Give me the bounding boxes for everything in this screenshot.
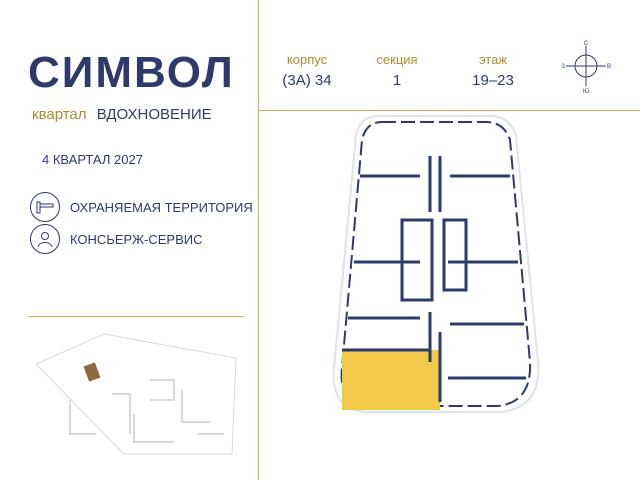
compass-w: З <box>561 64 565 70</box>
header-divider <box>258 110 640 111</box>
divider <box>28 316 244 317</box>
site-buildings <box>69 379 224 443</box>
concierge-icon <box>30 224 60 254</box>
building-outline <box>340 121 532 407</box>
vertical-divider <box>258 0 259 480</box>
floor-value: 19–23 <box>472 72 514 89</box>
section-value: 1 <box>392 72 402 89</box>
floor-label: этаж <box>478 52 508 67</box>
logo: СИМВОЛ <box>28 48 235 97</box>
compass-icon: С Ю З В <box>561 41 611 94</box>
barrier-icon <box>30 192 60 222</box>
section-label: секция <box>376 52 418 67</box>
site-plan <box>35 333 237 455</box>
quarter-value: ВДОХНОВЕНИЕ <box>96 106 212 123</box>
interior-walls <box>342 156 526 402</box>
floor-plan <box>332 115 540 413</box>
quarter-name: квартал ВДОХНОВЕНИЕ <box>32 106 212 123</box>
current-building-marker <box>83 362 101 382</box>
feature-security: ОХРАНЯЕМАЯ ТЕРРИТОРИЯ <box>30 192 253 222</box>
building-value: (3А) 34 <box>282 72 332 89</box>
feature-security-label: ОХРАНЯЕМАЯ ТЕРРИТОРИЯ <box>70 199 253 215</box>
selected-apartment[interactable] <box>342 350 440 410</box>
compass-e: В <box>607 64 611 70</box>
compass-s: Ю <box>583 89 589 94</box>
compass-n: С <box>584 41 589 47</box>
completion-date: 4 КВАРТАЛ 2027 <box>42 152 143 167</box>
site-outline <box>35 333 237 455</box>
quarter-label: квартал <box>32 106 87 123</box>
feature-concierge: КОНСЬЕРЖ-СЕРВИС <box>30 224 203 254</box>
building-label: корпус <box>286 52 328 67</box>
balcony-outline <box>332 115 540 413</box>
feature-concierge-label: КОНСЬЕРЖ-СЕРВИС <box>70 231 203 247</box>
